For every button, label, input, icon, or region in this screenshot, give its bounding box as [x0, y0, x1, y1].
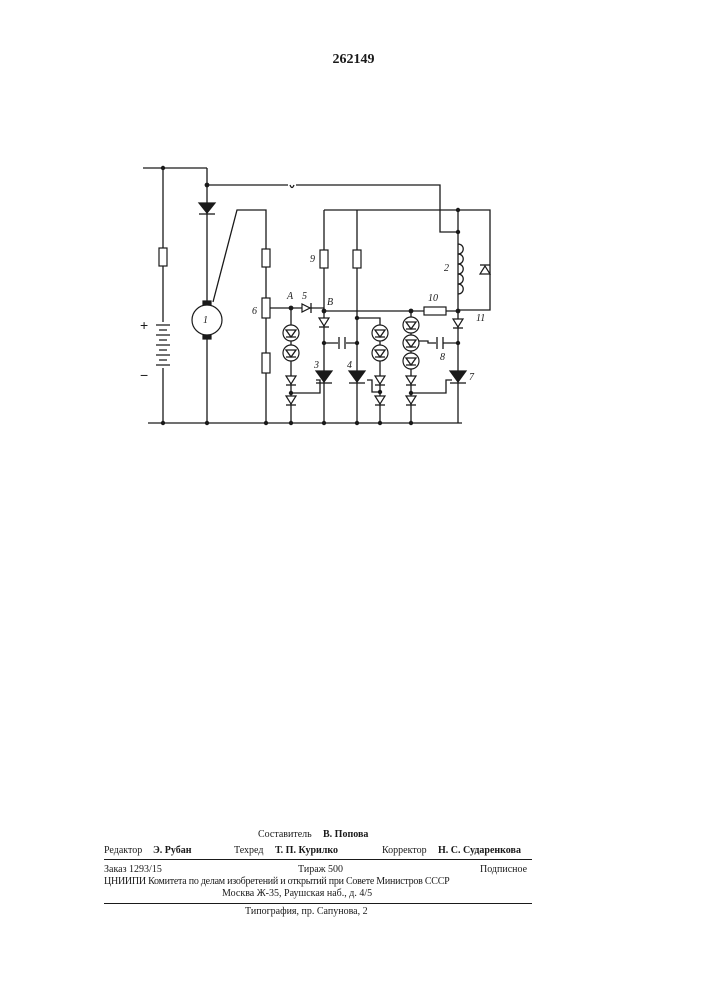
compiler-label: Составитель [258, 829, 312, 840]
corrector-label: Корректор [382, 845, 427, 856]
subscription: Подписное [480, 864, 527, 875]
address: Москва Ж-35, Раушская наб., д. 4/5 [222, 888, 372, 899]
techred-name: Т. П. Курилко [275, 845, 338, 856]
footer-rule-top [104, 859, 532, 860]
techred-label: Техред [234, 845, 263, 856]
footer-rule-bottom [104, 903, 532, 904]
order-number: Заказ 1293/15 [104, 864, 162, 875]
institution: ЦНИИПИ Комитета по делам изобретений и о… [104, 876, 449, 887]
circulation: Тираж 500 [298, 864, 343, 875]
corrector-name: Н. С. Сударенкова [438, 845, 521, 856]
editor-label: Редактор [104, 845, 142, 856]
editor-name: Э. Рубан [153, 845, 192, 856]
compiler-name: В. Попова [323, 829, 368, 840]
printer: Типография, пр. Сапунова, 2 [245, 906, 368, 917]
